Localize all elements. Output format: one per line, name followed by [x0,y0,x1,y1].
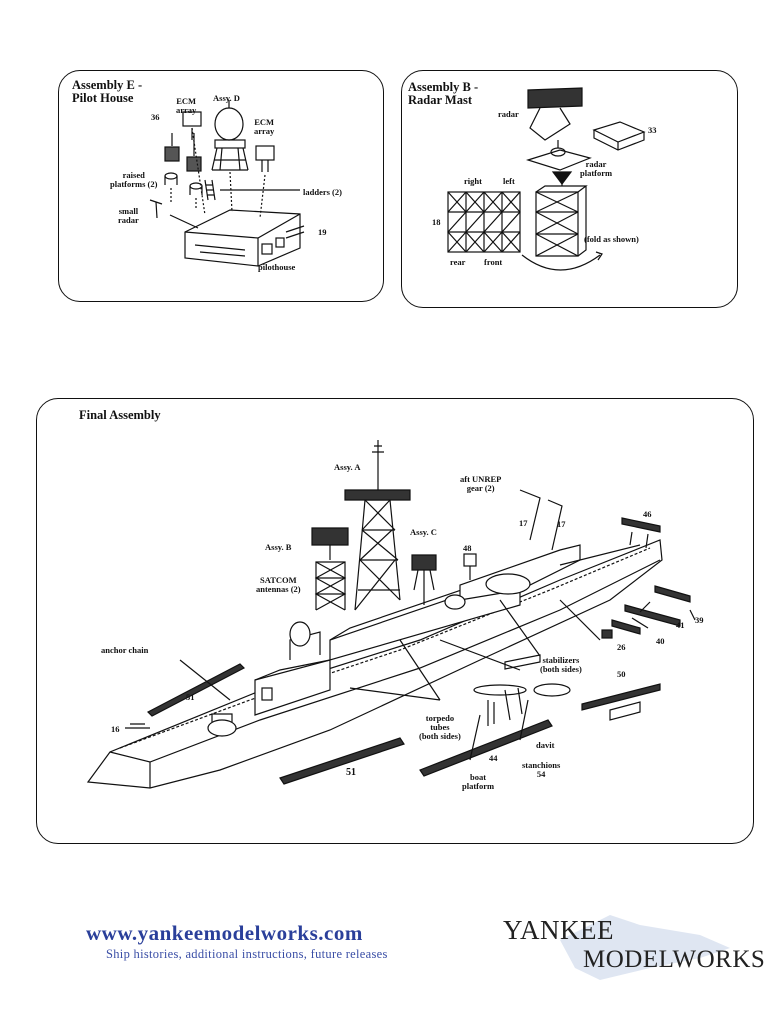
boat-platform-line1: boat [470,772,487,782]
stabilizers-line1: stabilizers [542,655,580,665]
ecm-array-left-line2: array [176,105,197,115]
assy-b-label: Assy. B [265,542,292,552]
stanchions-label: stanchions 54 [522,761,560,779]
assembly-e-title-line1: Assembly E - [72,78,143,92]
assembly-e-title: Assembly E - Pilot House [72,79,142,105]
boat-platform-label: boat platform [462,773,494,791]
part-17b-label: 17 [557,519,566,529]
ecm-array-right-line2: array [254,126,275,136]
logo-line1: YANKEE [503,915,614,945]
stanchions-line1: stanchions [522,760,561,770]
assy-c-label: Assy. C [410,527,437,537]
aft-unrep-line1: aft UNREP [460,474,502,484]
part-51b-label: 51 [346,767,356,778]
aft-unrep-label: aft UNREP gear (2) [460,475,501,493]
ecm-array-left-line1: ECM [176,96,197,106]
small-radar-label: small radar [118,207,139,225]
part-26-label: 26 [617,642,626,652]
part-50-label: 50 [617,669,626,679]
torpedo-line1: torpedo [425,713,455,723]
anchor-chain-label: anchor chain [101,645,149,655]
part-41-label: 41 [676,620,685,630]
assy-d-label: Assy. D [213,93,240,103]
boat-platform-line2: platform [462,781,495,791]
satcom-line1: SATCOM [259,575,297,585]
part-18-label: 18 [432,217,441,227]
stabilizers-line2: (both sides) [540,664,582,674]
part-17a-label: 17 [519,518,528,528]
part-36-label: 36 [151,112,160,122]
pilothouse-label: pilothouse [258,262,296,272]
part-44-label: 44 [489,753,498,763]
raised-platforms-line2: platforms (2) [110,179,158,189]
assembly-b-panel [401,70,738,308]
small-radar-line1: small [118,206,139,216]
ecm-array-right-line1: ECM [254,117,275,127]
part-54-line: 54 [536,769,546,779]
torpedo-tubes-label: torpedo tubes (both sides) [419,714,461,741]
left-label: left [503,176,515,186]
assembly-e-panel [58,70,384,302]
radar-platform-line1: radar [585,159,607,169]
part-19-label: 19 [318,227,327,237]
raised-platforms-label: raised platforms (2) [110,171,157,189]
radar-platform-label: radar platform [580,160,612,178]
part-46-label: 46 [643,509,652,519]
assembly-b-title-line2: Radar Mast [408,93,473,107]
footer-tagline: Ship histories, additional instructions,… [106,947,388,961]
radar-platform-line2: platform [580,168,613,178]
small-radar-line2: radar [118,215,139,225]
davit-label: davit [536,740,555,750]
assembly-e-title-line2: Pilot House [72,91,134,105]
stabilizers-label: stabilizers (both sides) [540,656,582,674]
satcom-label: SATCOM antennas (2) [256,576,301,594]
part-48-label: 48 [463,543,472,553]
part-40-label: 40 [656,636,665,646]
part-39-label: 39 [695,615,704,625]
ecm-array-right-label: ECM array [254,118,274,136]
aft-unrep-line2: gear (2) [466,483,495,493]
assembly-b-title-line1: Assembly B - [408,80,479,94]
part-51a-label: 51 [186,692,195,702]
final-assembly-title: Final Assembly [79,408,161,422]
radar-label: radar [498,109,519,119]
part-16-label: 16 [111,724,120,734]
ecm-array-left-label: ECM array [176,97,196,115]
assembly-b-title: Assembly B - Radar Mast [408,81,478,107]
right-label: right [464,176,482,186]
torpedo-line3: (both sides) [419,731,461,741]
satcom-line2: antennas (2) [256,584,301,594]
rear-label: rear [450,257,466,267]
raised-platforms-line1: raised [122,170,145,180]
assy-a-label: Assy. A [334,462,361,472]
ladders-label: ladders (2) [303,187,342,197]
fold-as-shown-label: (fold as shown) [584,234,639,244]
website-url[interactable]: www.yankeemodelworks.com [86,921,363,945]
torpedo-line2: tubes [430,722,450,732]
logo-line2: MODELWORKS [583,946,766,973]
part-33-label: 33 [648,125,657,135]
front-label: front [484,257,503,267]
